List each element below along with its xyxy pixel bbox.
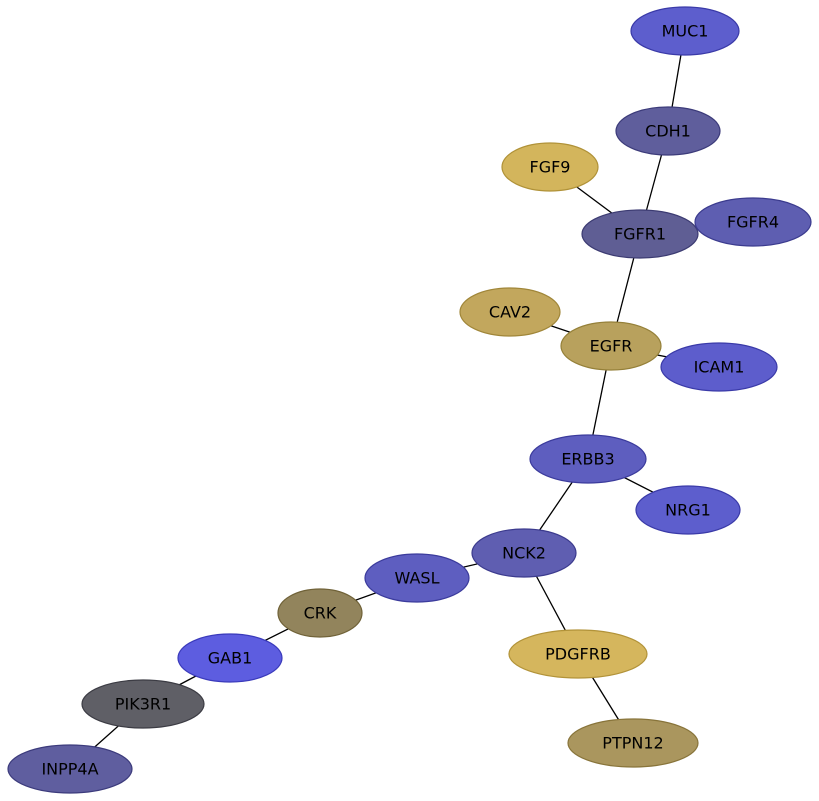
node-cdh1[interactable]: CDH1: [615, 106, 721, 156]
node-label-erbb3: ERBB3: [561, 450, 614, 469]
node-ellipse-ptpn12[interactable]: [567, 718, 699, 768]
node-pdgfrb[interactable]: PDGFRB: [508, 629, 648, 679]
node-inpp4a[interactable]: INPP4A: [7, 744, 133, 794]
node-label-cdh1: CDH1: [645, 122, 691, 141]
node-muc1[interactable]: MUC1: [630, 6, 740, 56]
node-ellipse-wasl[interactable]: [364, 553, 470, 603]
node-ellipse-crk[interactable]: [277, 588, 363, 638]
node-crk[interactable]: CRK: [277, 588, 363, 638]
node-ellipse-cav2[interactable]: [459, 287, 561, 337]
node-ptpn12[interactable]: PTPN12: [567, 718, 699, 768]
node-label-pik3r1: PIK3R1: [115, 695, 171, 714]
node-label-egfr: EGFR: [590, 337, 633, 356]
node-fgfr4[interactable]: FGFR4: [694, 197, 812, 247]
node-ellipse-inpp4a[interactable]: [7, 744, 133, 794]
node-pik3r1[interactable]: PIK3R1: [81, 679, 205, 729]
node-fgfr1[interactable]: FGFR1: [581, 209, 699, 259]
node-ellipse-fgf9[interactable]: [501, 142, 599, 192]
node-label-nrg1: NRG1: [665, 501, 711, 520]
node-ellipse-nck2[interactable]: [471, 528, 577, 578]
node-ellipse-fgfr4[interactable]: [694, 197, 812, 247]
node-label-wasl: WASL: [395, 569, 440, 588]
node-label-crk: CRK: [304, 604, 337, 623]
node-nck2[interactable]: NCK2: [471, 528, 577, 578]
node-cav2[interactable]: CAV2: [459, 287, 561, 337]
node-ellipse-pik3r1[interactable]: [81, 679, 205, 729]
node-label-ptpn12: PTPN12: [602, 734, 663, 753]
node-icam1[interactable]: ICAM1: [660, 342, 778, 392]
node-ellipse-muc1[interactable]: [630, 6, 740, 56]
node-label-fgfr4: FGFR4: [727, 213, 779, 232]
node-label-gab1: GAB1: [208, 649, 253, 668]
node-gab1[interactable]: GAB1: [177, 633, 283, 683]
node-label-muc1: MUC1: [662, 22, 709, 41]
node-ellipse-pdgfrb[interactable]: [508, 629, 648, 679]
node-ellipse-nrg1[interactable]: [635, 485, 741, 535]
node-label-pdgfrb: PDGFRB: [545, 645, 611, 664]
node-label-inpp4a: INPP4A: [41, 760, 98, 779]
node-ellipse-erbb3[interactable]: [529, 434, 647, 484]
node-ellipse-icam1[interactable]: [660, 342, 778, 392]
node-ellipse-fgfr1[interactable]: [581, 209, 699, 259]
node-erbb3[interactable]: ERBB3: [529, 434, 647, 484]
node-label-fgf9: FGF9: [530, 158, 571, 177]
node-label-nck2: NCK2: [502, 544, 546, 563]
node-egfr[interactable]: EGFR: [560, 321, 662, 371]
node-ellipse-cdh1[interactable]: [615, 106, 721, 156]
node-label-icam1: ICAM1: [694, 358, 745, 377]
node-ellipse-egfr[interactable]: [560, 321, 662, 371]
node-label-cav2: CAV2: [489, 303, 531, 322]
node-ellipse-gab1[interactable]: [177, 633, 283, 683]
node-wasl[interactable]: WASL: [364, 553, 470, 603]
node-fgf9[interactable]: FGF9: [501, 142, 599, 192]
node-label-fgfr1: FGFR1: [614, 225, 666, 244]
node-nrg1[interactable]: NRG1: [635, 485, 741, 535]
